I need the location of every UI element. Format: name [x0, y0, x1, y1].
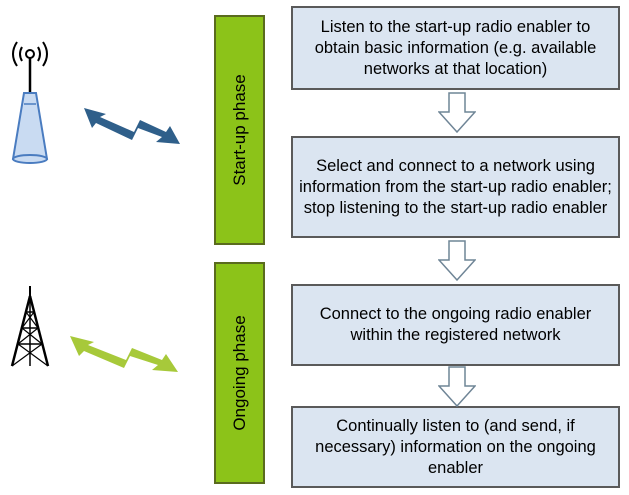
down-arrow-icon	[438, 92, 476, 133]
startup-phase-label: Start-up phase	[229, 74, 249, 186]
wireless-access-point-icon	[11, 41, 49, 164]
step-box-1: Listen to the start-up radio enabler to …	[291, 6, 620, 90]
lightning-link-arrow-icon	[84, 108, 180, 144]
step-text-1: Listen to the start-up radio enabler to …	[314, 17, 597, 78]
ongoing-phase-bar: Ongoing phase	[214, 262, 265, 484]
radio-tower-icon	[10, 286, 50, 367]
step-box-3: Connect to the ongoing radio enabler wit…	[291, 284, 620, 366]
lightning-link-arrow-icon	[70, 336, 178, 372]
startup-phase-bar: Start-up phase	[214, 15, 265, 245]
step-text-2: Select and connect to a network using in…	[299, 156, 612, 217]
step-text-4: Continually listen to (and send, if nece…	[315, 416, 596, 477]
step-box-4: Continually listen to (and send, if nece…	[291, 406, 620, 488]
down-arrow-icon	[438, 366, 476, 407]
step-box-2: Select and connect to a network using in…	[291, 136, 620, 238]
step-text-3: Connect to the ongoing radio enabler wit…	[319, 305, 592, 344]
down-arrow-icon	[438, 240, 476, 281]
ongoing-phase-label: Ongoing phase	[229, 315, 249, 431]
